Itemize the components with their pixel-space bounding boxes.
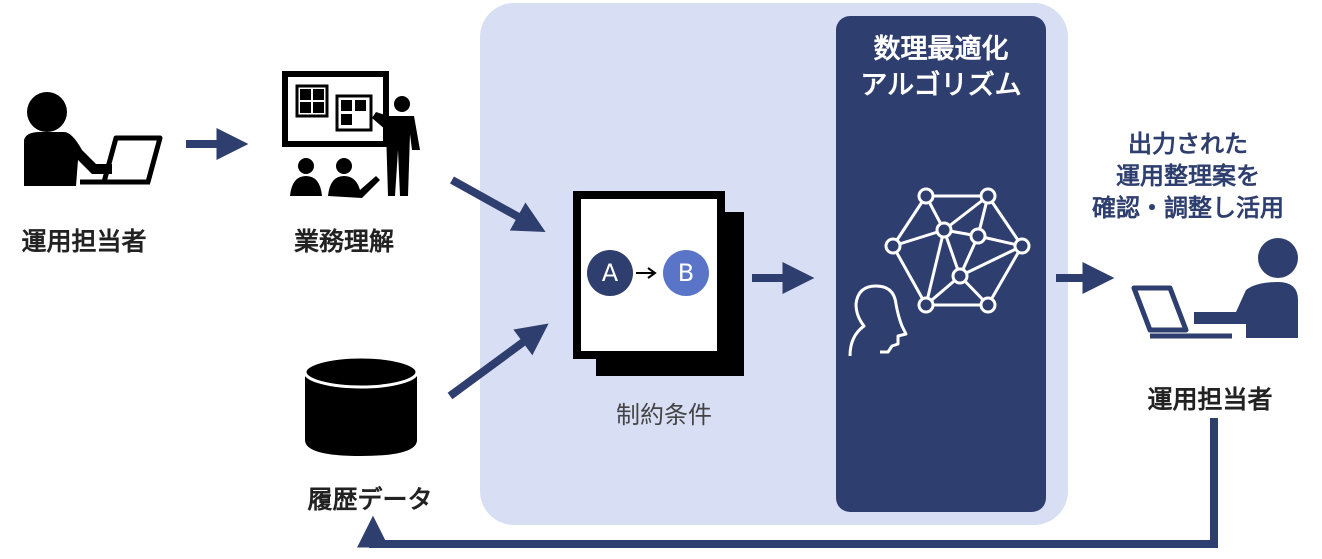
output-line3: 確認・調整し活用 [1092, 194, 1284, 222]
presentation-meeting-icon [282, 71, 420, 198]
algorithm-panel [836, 16, 1046, 512]
operator-right-icon [1131, 238, 1298, 339]
arrow-business-to-constraints [450, 176, 546, 232]
flow-arrows [186, 128, 1218, 548]
output-line1: 出力された [1128, 130, 1248, 158]
feedback-loop-arrow [357, 418, 1218, 548]
output-line2: 運用整理案を [1116, 162, 1260, 190]
constraints-label: 制約条件 [616, 401, 712, 429]
operator-left-icon [24, 92, 163, 186]
algorithm-title-line1: 数理最適化 [873, 34, 1009, 65]
node-b-label: B [677, 259, 695, 287]
person-outline-icon [848, 284, 908, 357]
database-icon [303, 355, 419, 456]
output-description: 出力された 運用整理案を 確認・調整し活用 [1068, 128, 1308, 224]
operator-left-label: 運用担当者 [21, 227, 147, 256]
document-stack-icon [573, 191, 744, 376]
business-understanding-label: 業務理解 [293, 227, 394, 256]
node-a [587, 250, 633, 296]
algorithm-title-line2: アルゴリズム [860, 70, 1022, 101]
network-graph-icon [884, 187, 1031, 314]
history-data-label: 履歴データ [307, 485, 433, 514]
node-b [663, 250, 709, 296]
algorithm-title: 数理最適化 アルゴリズム [836, 32, 1046, 104]
operator-right-label: 運用担当者 [1147, 385, 1273, 414]
node-a-label: A [601, 259, 619, 287]
arrow-data-to-constraints [447, 323, 549, 400]
